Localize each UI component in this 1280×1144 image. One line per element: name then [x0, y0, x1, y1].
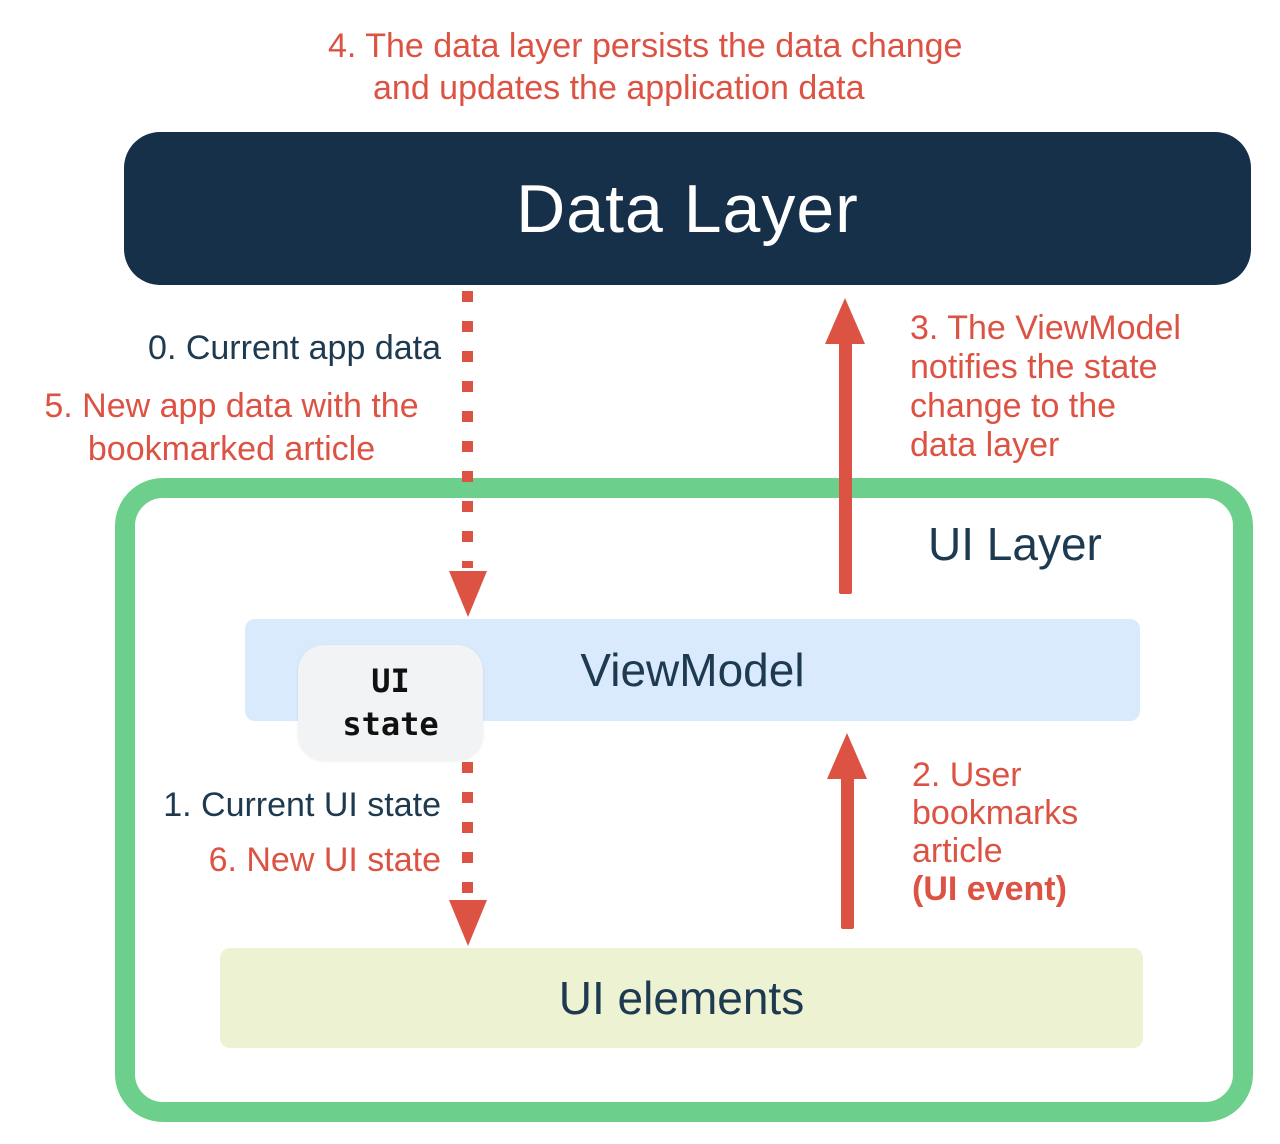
- ui-layer-label: UI Layer: [928, 518, 1102, 570]
- caption-step3-line4: data layer: [910, 426, 1060, 464]
- dashed-arrow-data-to-viewmodel: [462, 291, 473, 568]
- ui-elements-label: UI elements: [558, 972, 805, 1024]
- caption-step5-line2: bookmarked article: [87, 430, 376, 468]
- caption-step1: 1. Current UI state: [163, 786, 441, 824]
- dashed-arrow-viewmodel-to-ui-elements: [462, 762, 473, 899]
- solid-arrow-ui-elements-to-viewmodel: [841, 777, 854, 929]
- caption-step3: 3. The ViewModel notifies the state chan…: [910, 309, 1181, 465]
- caption-step6: 6. New UI state: [208, 841, 441, 879]
- caption-step2: 2. User bookmarks article (UI event): [912, 756, 1078, 908]
- caption-step5-line1: 5. New app data with the: [44, 387, 419, 425]
- caption-step2-line3: article: [912, 832, 1003, 870]
- caption-step3-line1: 3. The ViewModel: [910, 309, 1181, 347]
- caption-step3-line2: notifies the state: [910, 348, 1158, 386]
- ui-elements-box: UI elements: [220, 948, 1143, 1048]
- arrowhead-down-icon: [449, 571, 487, 617]
- data-layer-label: Data Layer: [516, 170, 859, 247]
- data-layer-box: Data Layer: [124, 132, 1251, 285]
- caption-step2-line2: bookmarks: [912, 794, 1079, 832]
- ui-state-label-line1: UI: [371, 661, 410, 700]
- caption-step4-line2: and updates the application data: [373, 69, 865, 107]
- ui-layer-box: [115, 478, 1253, 1122]
- viewmodel-label: ViewModel: [580, 644, 805, 696]
- caption-step5: 5. New app data with the bookmarked arti…: [23, 385, 440, 471]
- arrowhead-down-icon: [449, 900, 487, 946]
- caption-step2-line1: 2. User: [912, 756, 1022, 794]
- arrowhead-up-icon: [825, 298, 865, 344]
- viewmodel-box: ViewModel: [245, 619, 1140, 721]
- arrowhead-up-icon: [827, 733, 867, 779]
- ui-state-chip: UI state: [298, 645, 483, 760]
- caption-step0: 0. Current app data: [148, 329, 441, 367]
- ui-state-label-line2: state: [342, 704, 439, 743]
- solid-arrow-viewmodel-to-data: [839, 340, 852, 594]
- caption-step3-line3: change to the: [910, 387, 1117, 425]
- caption-step4-line1: 4. The data layer persists the data chan…: [328, 27, 963, 65]
- caption-step2-bold-line: (UI event): [912, 870, 1067, 908]
